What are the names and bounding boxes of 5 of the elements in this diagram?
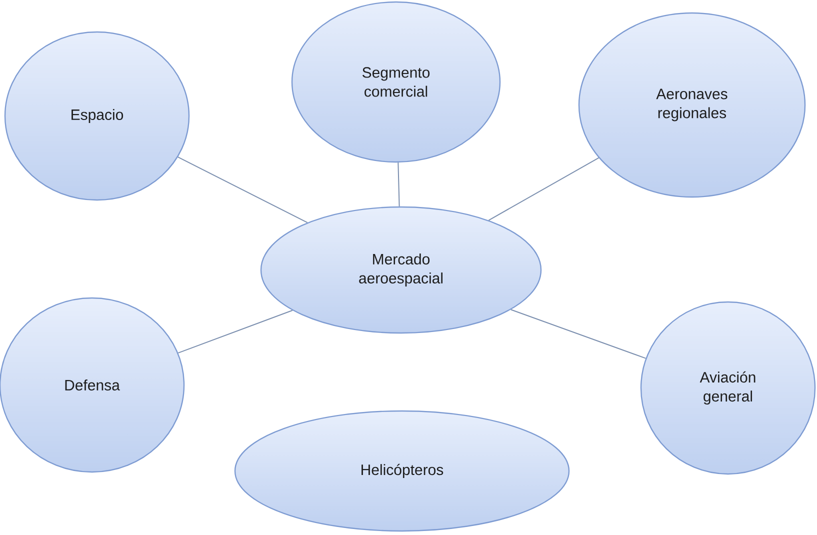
connector-line xyxy=(178,156,308,224)
connector-line xyxy=(488,157,600,221)
connector-line xyxy=(178,310,293,354)
connector-line xyxy=(510,309,646,359)
connector-line xyxy=(398,162,400,207)
